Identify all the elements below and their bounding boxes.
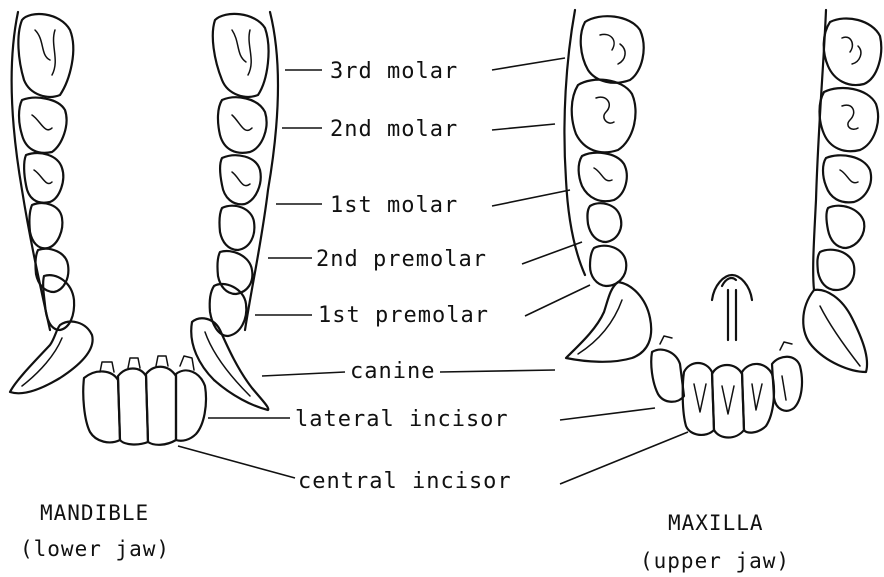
maxilla-left-canine <box>566 282 651 362</box>
mandible-left-teeth <box>18 14 74 330</box>
maxilla-caption-title: MAXILLA <box>668 511 764 535</box>
mandible-right-canine <box>191 318 268 410</box>
mandible-caption-title: MANDIBLE <box>40 501 149 525</box>
label-lateral-incisor-text: lateral incisor <box>295 407 509 432</box>
label-first-molar: 1st molar <box>276 190 570 218</box>
label-third-molar: 3rd molar <box>285 58 565 84</box>
palate-mark <box>712 275 752 340</box>
maxilla-drawing <box>564 10 881 438</box>
label-central-incisor-text: central incisor <box>298 469 512 494</box>
mandible-caption-subtitle: (lower jaw) <box>20 537 170 561</box>
label-canine-text: canine <box>350 359 435 384</box>
label-first-premolar: 1st premolar <box>255 285 590 328</box>
label-second-premolar: 2nd premolar <box>268 242 582 272</box>
maxilla-left-teeth <box>572 16 644 286</box>
maxilla-caption-subtitle: (upper jaw) <box>640 549 790 573</box>
label-lateral-incisor: lateral incisor <box>208 407 655 432</box>
maxilla-right-teeth <box>817 18 881 290</box>
label-third-molar-text: 3rd molar <box>330 59 458 84</box>
label-second-molar-text: 2nd molar <box>330 117 458 142</box>
mandible-right-teeth <box>210 14 269 336</box>
mandible-incisors <box>83 356 206 445</box>
label-second-premolar-text: 2nd premolar <box>316 247 487 272</box>
mandible-drawing <box>10 12 278 445</box>
maxilla-incisors <box>651 336 802 438</box>
label-first-premolar-text: 1st premolar <box>318 303 489 328</box>
label-first-molar-text: 1st molar <box>330 193 458 218</box>
label-central-incisor: central incisor <box>178 432 688 494</box>
label-second-molar: 2nd molar <box>282 117 555 142</box>
label-canine: canine <box>262 359 555 384</box>
